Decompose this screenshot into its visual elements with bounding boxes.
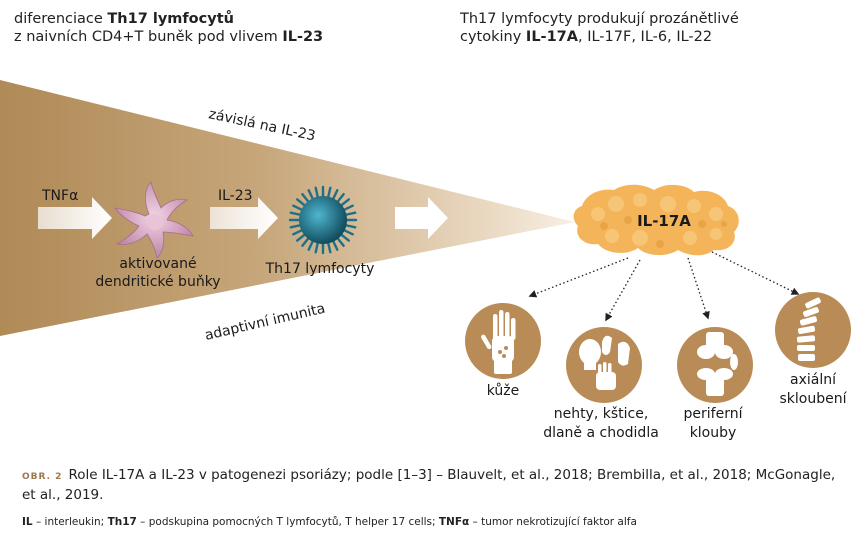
header-left-bold1: Th17 lymfocytů xyxy=(107,11,234,27)
header-right-line1: Th17 lymfocyty produkují prozánětlivé xyxy=(460,11,739,27)
header-right: Th17 lymfocyty produkují prozánětlivé cy… xyxy=(460,10,739,46)
target-spine-label-2: skloubení xyxy=(780,391,848,407)
target-nails xyxy=(566,327,642,403)
caption-tag: OBR. 2 xyxy=(22,472,63,482)
target-joints xyxy=(677,327,753,403)
header-left-bold2: IL-23 xyxy=(282,29,324,45)
target-nails-label-1: nehty, kštice, xyxy=(554,406,649,422)
header-right-rest: , IL-17F, IL-6, IL-22 xyxy=(577,29,713,45)
legend-il-text: – interleukin; xyxy=(32,516,108,528)
caption-cont: et al., 2019. xyxy=(22,486,103,504)
dendritic-label-2: dendritické buňky xyxy=(95,274,220,290)
header-right-bold: IL-17A xyxy=(525,29,578,45)
arrow-il23 xyxy=(210,197,278,239)
tnf-label: TNFα xyxy=(41,188,78,204)
target-skin-label-1: kůže xyxy=(487,383,520,399)
immunity-wedge xyxy=(0,80,575,336)
legend-tnf-abbr: TNFα xyxy=(438,516,470,528)
target-spine xyxy=(775,292,851,368)
dotted-arrows xyxy=(528,251,800,322)
legend-tnf-text: – tumor nekrotizující faktor alfa xyxy=(469,516,637,528)
knee-joint-icon xyxy=(697,332,738,396)
caption-line1: Role IL-17A a IL-23 v patogenezi psoriáz… xyxy=(68,467,836,483)
header-left: diferenciace Th17 lymfocytů z naivních C… xyxy=(14,10,323,46)
header-right-line2: cytokiny xyxy=(460,29,526,45)
il23-label: IL-23 xyxy=(218,188,253,204)
skin-hand-icon xyxy=(481,310,516,374)
dendritic-label-1: aktivované xyxy=(119,256,196,272)
target-joints-label-1: periferní xyxy=(684,406,744,422)
legend-th17-abbr: Th17 xyxy=(107,516,137,528)
dendritic-cell-icon xyxy=(114,181,194,259)
th17-cell-icon xyxy=(288,185,358,255)
caption: OBR. 2 Role IL-17A a IL-23 v patogenezi p… xyxy=(22,466,835,486)
nails-head-hand-foot-icon xyxy=(579,335,630,390)
wedge-bottom-label: adaptivní imunita xyxy=(203,301,326,344)
arrow-to-il17a xyxy=(395,197,448,239)
legend-il-abbr: IL xyxy=(22,516,33,528)
target-skin xyxy=(465,303,541,379)
target-joints-label-2: klouby xyxy=(690,425,737,441)
header-left-line2: z naivních CD4+T buněk pod vlivem xyxy=(14,29,283,45)
abbreviation-legend: IL – interleukin; Th17 – podskupina pomo… xyxy=(22,516,637,528)
il17a-protein-icon xyxy=(573,184,739,256)
arrow-tnf xyxy=(38,197,112,239)
legend-th17-text: – podskupina pomocných T lymfocytů, T he… xyxy=(136,516,439,528)
th17-label: Th17 lymfocyty xyxy=(265,261,375,277)
spine-icon xyxy=(796,297,821,361)
caption-line2: et al., 2019. xyxy=(22,487,104,503)
target-spine-label-1: axiální xyxy=(790,372,837,388)
il17a-label: IL-17A xyxy=(637,212,691,230)
header-left-line1: diferenciace xyxy=(14,11,108,27)
target-nails-label-2: dlaně a chodidla xyxy=(543,425,659,441)
